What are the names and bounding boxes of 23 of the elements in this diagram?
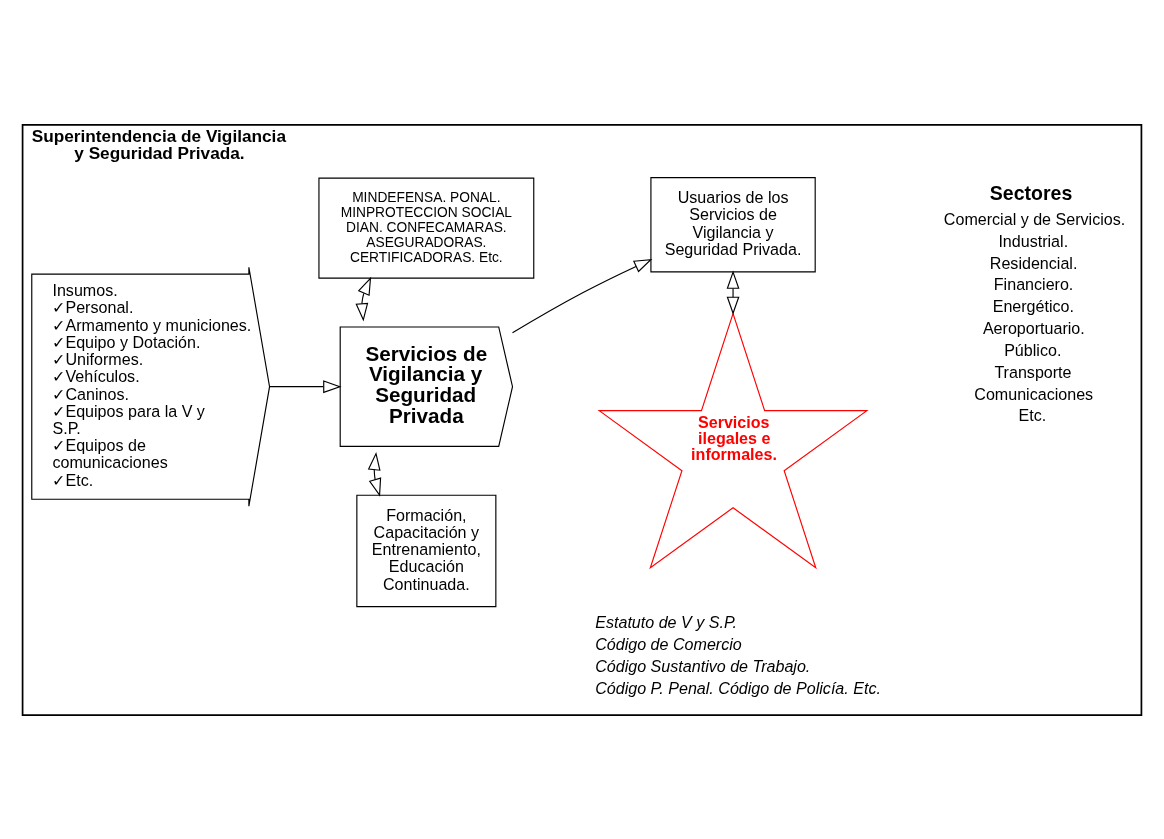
arrow (726, 269, 740, 315)
arrow (367, 451, 382, 497)
node-box: Formación, Capacitación y Entrenamiento, Educación Continuada. (356, 494, 497, 607)
label: Aeroportuario. (982, 318, 1085, 337)
node-box: Usuarios de los Servicios de Vigilancia y Seguridad Privada. (650, 176, 816, 272)
label: Código Sustantivo de Trabajo. (595, 656, 811, 675)
label: Comercial y de Servicios. (943, 209, 1126, 228)
node-box: MINDEFENSA. PONAL. MINPROTECCION SOCIAL DIAN. CONFECAMARAS. ASEGURADORAS. CERTIFICADORAS. Etc. (318, 177, 535, 279)
label: Sectores (989, 181, 1073, 204)
label: Código de Comercio (595, 634, 742, 653)
label: Código P. Penal. Código de Policía. Etc. (595, 678, 881, 697)
label: Transporte (994, 362, 1072, 381)
label: Industrial. (998, 231, 1069, 250)
arrow (511, 258, 653, 333)
label: Estatuto de V y S.P. (595, 612, 738, 631)
arrow (269, 379, 342, 393)
label: Comunicaciones (974, 384, 1094, 403)
label: Etc. (1018, 405, 1047, 424)
arrow (355, 276, 372, 322)
label: Residencial. (989, 253, 1078, 272)
label: Financiero. (993, 274, 1074, 293)
label: Público. (1004, 340, 1062, 359)
label: Energético. (992, 296, 1074, 315)
